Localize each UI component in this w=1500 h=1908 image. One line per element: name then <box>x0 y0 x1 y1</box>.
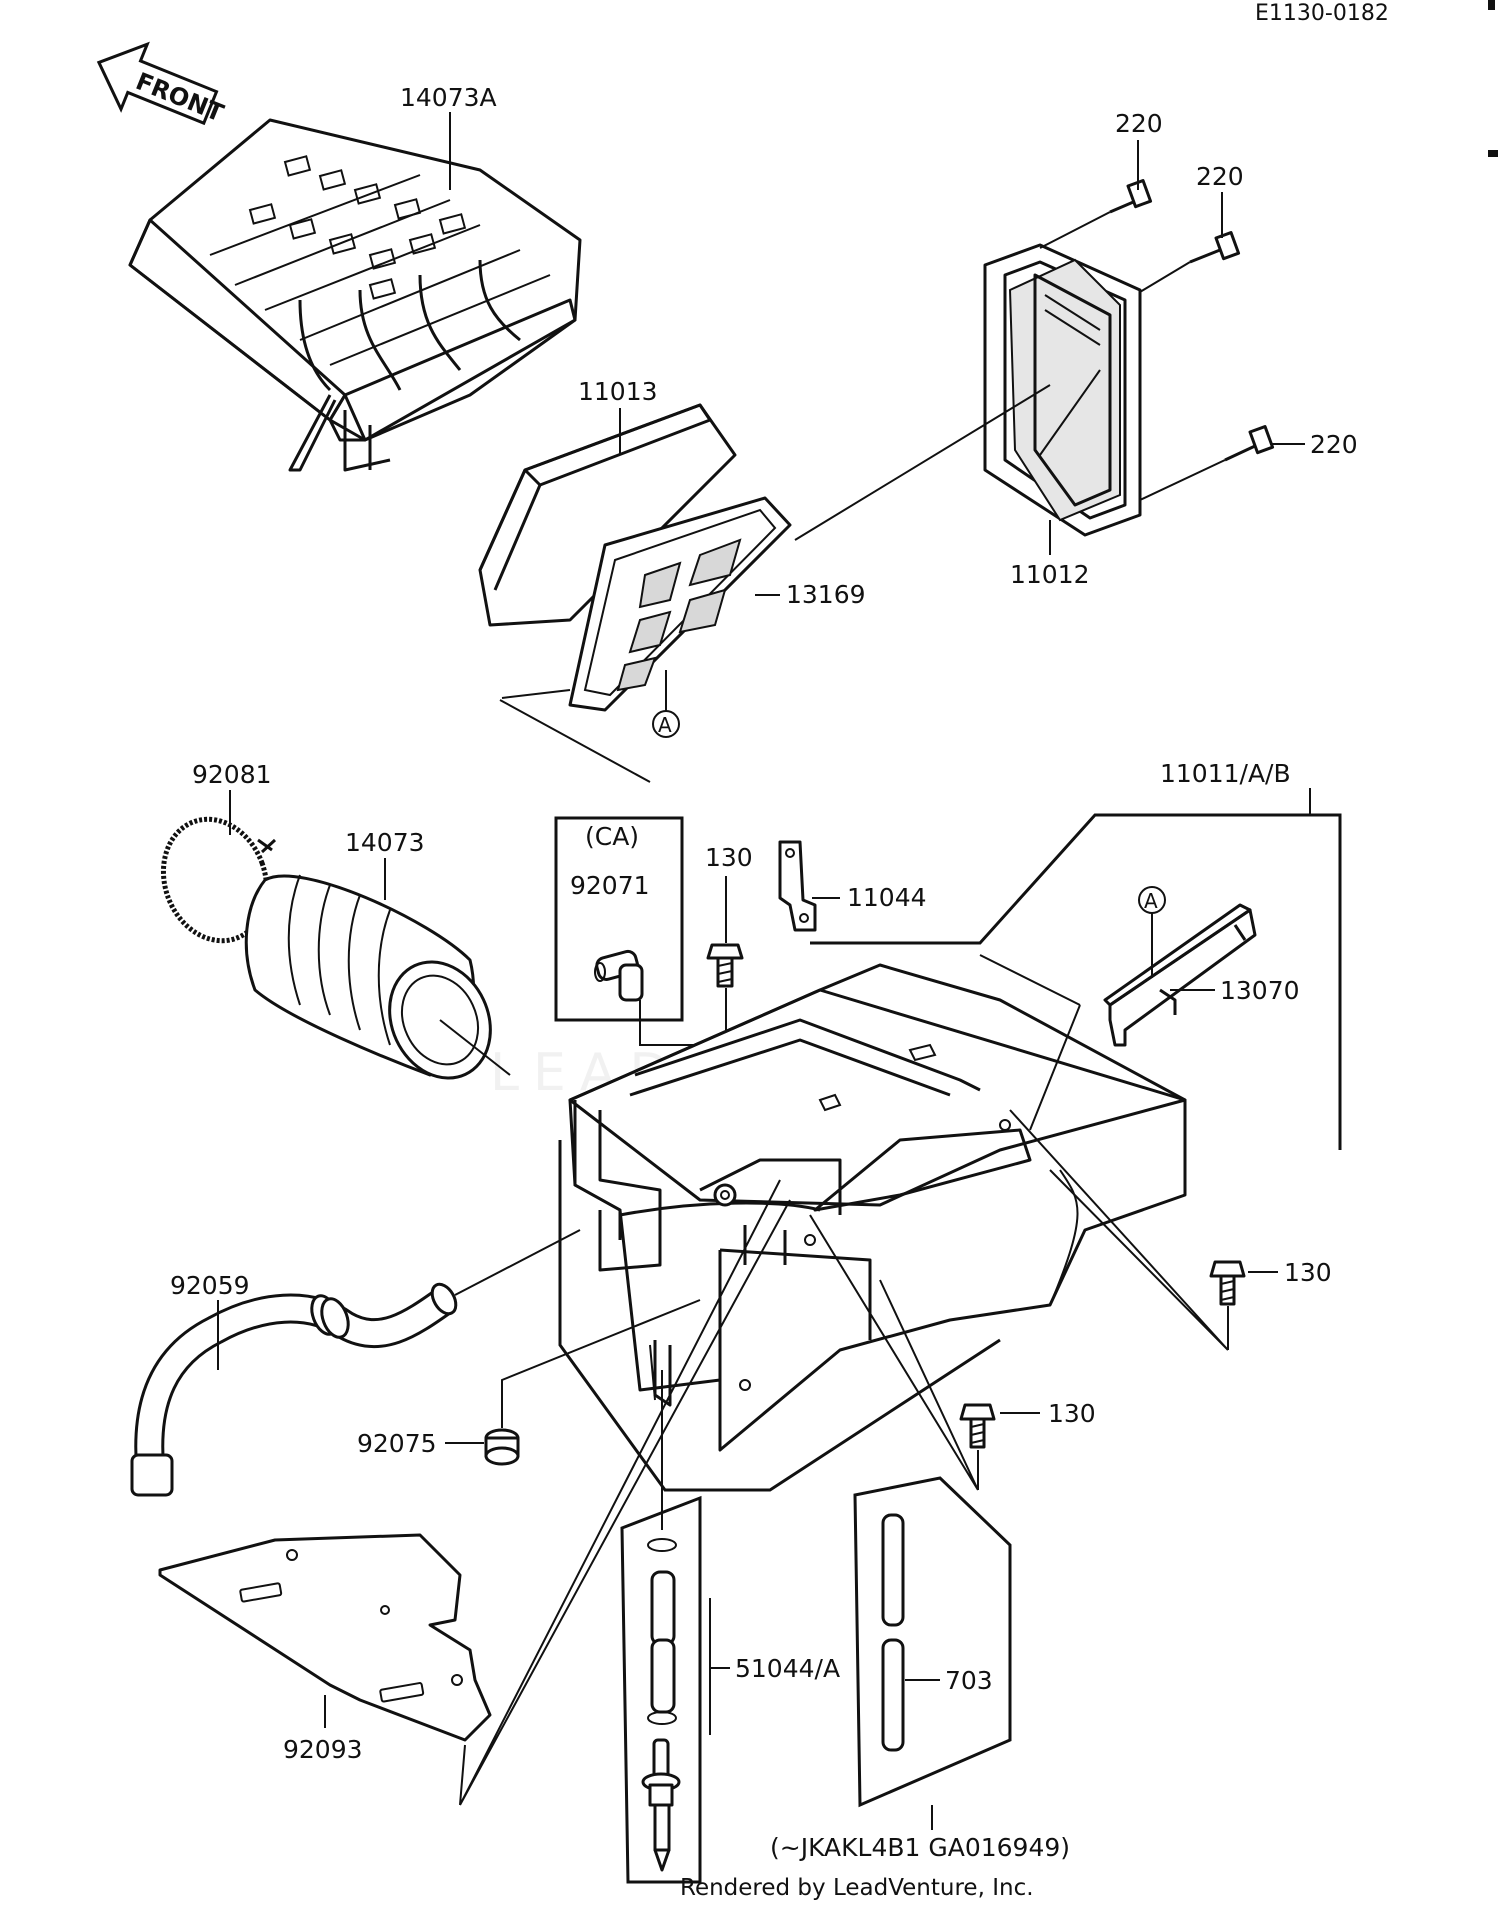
part-92081-clamp <box>160 816 277 944</box>
edge-mark-mid <box>1488 150 1498 157</box>
label-220-a: 220 <box>1115 109 1163 138</box>
leader-220-c <box>1139 443 1305 501</box>
screw-220-a-icon <box>1109 179 1153 214</box>
label-92075: 92075 <box>357 1429 437 1458</box>
part-13169-screen <box>568 496 792 712</box>
part-11012-frame <box>983 243 1142 537</box>
label-92093: 92093 <box>283 1735 363 1764</box>
label-11011: 11011/A/B <box>1160 759 1291 788</box>
part-11044-bracket <box>778 840 817 932</box>
label-130-b: 130 <box>1284 1258 1332 1287</box>
guide-line-duct <box>439 1019 511 1076</box>
part-92059-hose <box>130 1282 458 1497</box>
mark-A-2: A <box>1144 889 1158 913</box>
label-14073: 14073 <box>345 828 425 857</box>
label-220-b: 220 <box>1196 162 1244 191</box>
leader-51044 <box>709 1598 730 1735</box>
leader-130-c <box>809 1214 1040 1491</box>
part-92071-fitting-icon <box>594 949 644 1002</box>
serial-note: (~JKAKL4B1 GA016949) <box>770 1833 1070 1862</box>
guide-line-92093 <box>459 1179 791 1806</box>
box-703 <box>853 1476 1012 1808</box>
box-51044 <box>620 1495 702 1884</box>
part-14073A-cover <box>128 118 582 472</box>
case-outline <box>558 813 1342 1492</box>
guide-line-filter <box>499 689 651 783</box>
part-11011-case <box>568 963 1187 1452</box>
leader-220-a <box>1039 140 1139 249</box>
bolt-130-b-icon <box>1209 1260 1246 1306</box>
part-13070-guide <box>1103 903 1257 1047</box>
label-14073A: 14073A <box>400 83 497 112</box>
leader-220-b <box>1139 192 1223 293</box>
part-11013-filter-element <box>478 403 737 627</box>
label-51044: 51044/A <box>735 1654 840 1683</box>
screw-220-c-icon <box>1224 425 1275 462</box>
part-92093-plate <box>158 1533 492 1742</box>
leader-92075 <box>445 1299 701 1444</box>
leader-130-b <box>1009 1109 1278 1351</box>
edge-mark-top <box>1488 0 1495 10</box>
label-703: 703 <box>945 1666 993 1695</box>
guide-line-13070 <box>979 954 1081 1131</box>
guide-line-hose <box>454 1229 581 1296</box>
label-92081: 92081 <box>192 760 272 789</box>
bolt-130-c-icon <box>959 1403 996 1449</box>
label-92071: 92071 <box>570 871 650 900</box>
part-14073-duct <box>244 874 492 1080</box>
label-13070: 13070 <box>1220 976 1300 1005</box>
label-11044: 11044 <box>847 883 927 912</box>
mark-A-1: A <box>658 713 672 737</box>
part-92075-grommet <box>484 1428 520 1466</box>
label-220-c: 220 <box>1310 430 1358 459</box>
label-130-c: 130 <box>1048 1399 1096 1428</box>
guide-line-frame <box>794 384 1051 541</box>
label-92059: 92059 <box>170 1271 250 1300</box>
footer-credit: Rendered by LeadVenture, Inc. <box>680 1875 1034 1901</box>
label-ca: (CA) <box>585 822 639 851</box>
screw-220-b-icon <box>1189 231 1241 264</box>
label-13169: 13169 <box>786 580 866 609</box>
diagram-code: E1130-0182 <box>1255 1 1389 26</box>
label-130-a: 130 <box>705 843 753 872</box>
part-703-tube <box>881 1513 905 1752</box>
label-11013: 11013 <box>578 377 658 406</box>
label-11012: 11012 <box>1010 560 1090 589</box>
front-arrow-icon: FRONT <box>96 41 228 128</box>
guide-line-51044 <box>649 1344 663 1530</box>
ca-box <box>554 816 684 1022</box>
part-51044-drain-hose <box>641 1538 681 1872</box>
bolt-130-a-icon <box>706 943 744 988</box>
